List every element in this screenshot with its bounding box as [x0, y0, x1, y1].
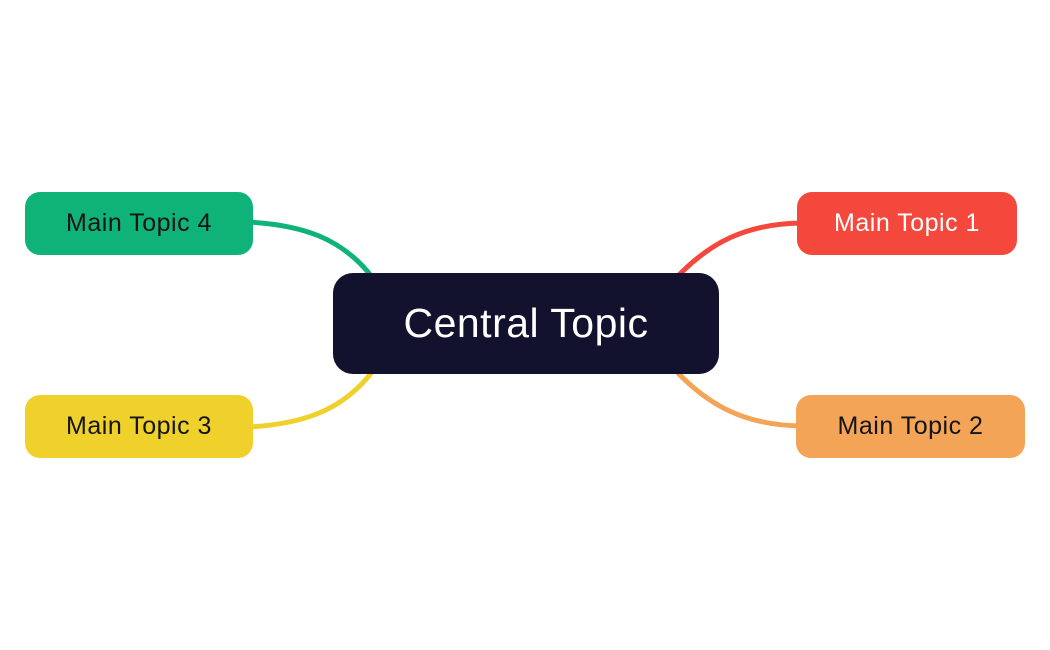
central-topic-label: Central Topic [403, 300, 649, 346]
main-topic-4-node[interactable]: Main Topic 4 [25, 192, 253, 255]
main-topic-2-node[interactable]: Main Topic 2 [796, 395, 1025, 458]
connector-main-topic-1 [675, 220, 804, 279]
connector-main-topic-4 [246, 219, 375, 280]
main-topic-2-label: Main Topic 2 [837, 412, 984, 440]
main-topic-3-label: Main Topic 3 [66, 412, 212, 440]
main-topic-1-node[interactable]: Main Topic 1 [797, 192, 1017, 255]
main-topic-1-label: Main Topic 1 [834, 209, 980, 237]
connector-main-topic-3 [246, 369, 375, 430]
main-topic-3-node[interactable]: Main Topic 3 [25, 395, 253, 458]
connector-main-topic-2 [675, 370, 804, 429]
central-topic-node[interactable]: Central Topic [333, 273, 719, 374]
main-topic-4-label: Main Topic 4 [66, 209, 212, 237]
